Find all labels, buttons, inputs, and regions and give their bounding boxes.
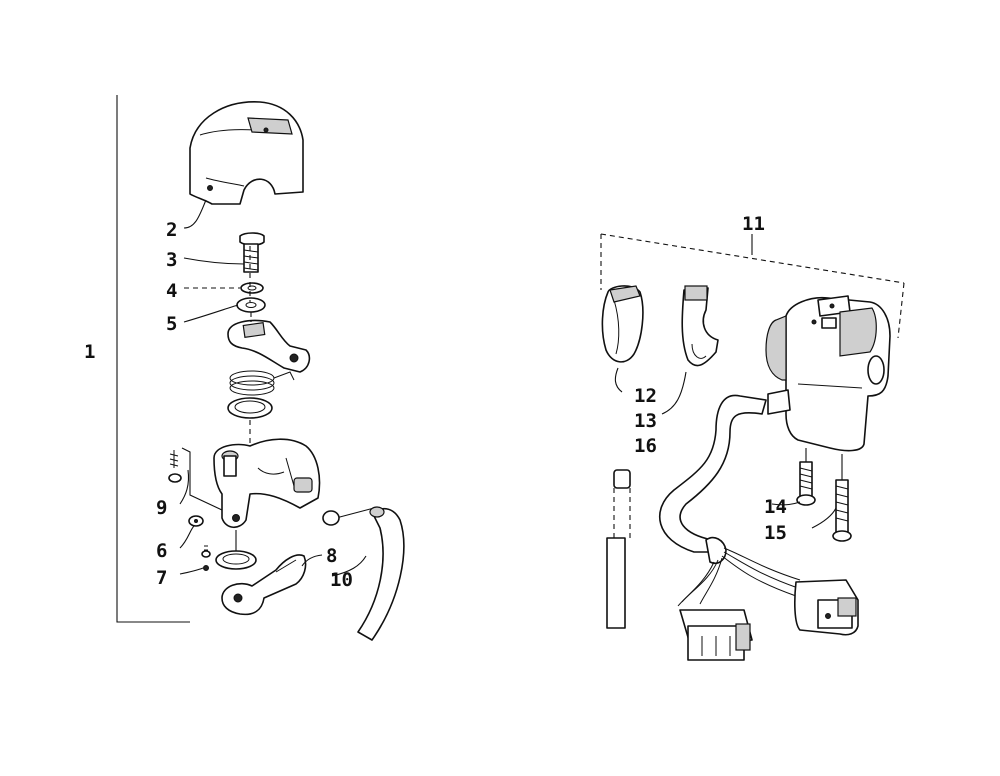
- part-2-housing-cover: [189, 101, 304, 205]
- assembly-11-bracket: [600, 233, 905, 339]
- part-4-lock-washer: [240, 282, 264, 294]
- throttle-arm: [227, 319, 311, 373]
- part-5-flat-washer: [236, 297, 266, 313]
- part-10-throttle-cable: [322, 506, 405, 641]
- lower-seal: [215, 530, 257, 570]
- callout-5: 5: [166, 313, 177, 335]
- part-6-nut: [188, 515, 204, 527]
- callout-3: 3: [166, 249, 177, 271]
- part-8-throttle-lever: [221, 554, 307, 616]
- callout-1: 1: [84, 341, 95, 363]
- callout-numbers: 1 2 3 4 5 6 7 8 9 10 11 12 13 14 15 16: [84, 213, 787, 591]
- seal-ring: [227, 397, 273, 419]
- callout-10: 10: [330, 569, 353, 591]
- callout-9: 9: [156, 497, 167, 519]
- torsion-spring: [229, 370, 295, 396]
- part-15-screw: [832, 454, 852, 542]
- switch-housing: [765, 295, 891, 452]
- part-13-clip: [681, 285, 719, 367]
- callout-15: 15: [764, 522, 787, 544]
- lower-housing: [213, 438, 321, 529]
- callout-8: 8: [326, 545, 337, 567]
- left-leader-lines: [179, 199, 367, 577]
- connector-left: [679, 609, 753, 661]
- wiring-harness: [659, 394, 801, 607]
- part-12-clamp-band: [601, 285, 644, 363]
- right-leader-lines: [614, 367, 837, 529]
- part-3-bolt: [239, 232, 265, 273]
- connector-right: [794, 579, 859, 636]
- callout-4: 4: [166, 280, 177, 302]
- part-14-screw: [796, 448, 816, 506]
- callout-11: 11: [742, 213, 765, 235]
- callout-2: 2: [166, 219, 177, 241]
- callout-16: 16: [634, 435, 657, 457]
- callout-12: 12: [634, 385, 657, 407]
- callout-6: 6: [156, 540, 167, 562]
- assembly-1-bracket: [116, 95, 190, 623]
- part-16-wire-terminal: [606, 469, 631, 629]
- part-7-screw: [201, 545, 211, 571]
- part-9-screw: [168, 447, 223, 511]
- callout-14: 14: [764, 496, 787, 518]
- callout-7: 7: [156, 567, 167, 589]
- callout-13: 13: [634, 410, 657, 432]
